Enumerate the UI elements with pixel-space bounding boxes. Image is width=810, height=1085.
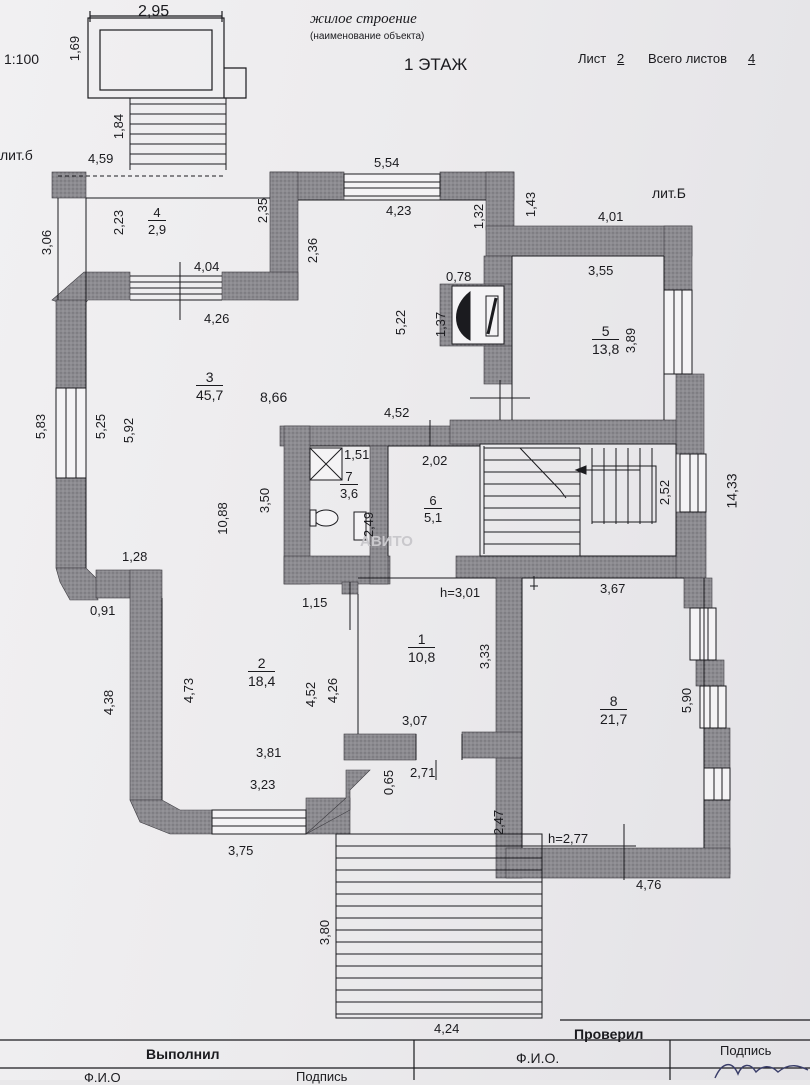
dim-2-23: 2,23 [111,209,127,236]
dim-4-52a: 4,52 [384,405,410,420]
dim-5-22: 5,22 [393,309,409,336]
walls [51,171,731,879]
stove [451,285,505,345]
dim-5-83: 5,83 [33,413,49,440]
dim-4-59: 4,59 [88,151,114,166]
dim-3-33: 3,33 [477,643,493,670]
sanitary-fixtures [309,447,367,541]
dim-4-04: 4,04 [194,259,220,274]
dim-14-33: 14,33 [723,473,740,509]
dim-4-24: 4,24 [434,1021,460,1036]
dim-1-43: 1,43 [523,191,539,218]
door-ticks [349,380,636,880]
dim-10-88: 10,88 [214,502,230,535]
dim-8-66: 8,66 [260,389,288,405]
dim-0-91: 0,91 [90,603,116,618]
dim-0-78: 0,78 [446,269,472,284]
dim-5-54: 5,54 [374,155,400,170]
checked-label: Проверил [574,1026,644,1042]
title-block [0,1019,810,1080]
dim-1-32: 1,32 [471,203,487,230]
dim-3-55: 3,55 [588,263,614,278]
dim-4-76: 4,76 [636,877,662,892]
total-sheets-label: Всего листов [648,51,727,66]
south-stairs [335,833,543,1019]
dim-1-84: 1,84 [111,113,127,140]
fio-label: Ф.И.О. [516,1050,560,1066]
interior-stairs [479,443,677,557]
dim-3-89: 3,89 [623,327,639,354]
dim-3-06: 3,06 [39,229,55,256]
dim-2-71: 2,71 [410,765,436,780]
sheet-number: 2 [617,51,625,66]
lit-big-label: лит.Б [652,185,686,201]
room-outlines [57,175,705,848]
north-stairs [129,98,227,170]
watermark: АВИТО [360,533,413,550]
dim-4-23: 4,23 [386,203,412,218]
object-caption: (наименование объекта) [310,31,425,42]
dim-0-65: 0,65 [381,769,397,796]
step-block [130,262,222,320]
performed-label: Выполнил [146,1046,220,1062]
dim-1-37: 1,37 [433,311,449,338]
dim-3-67: 3,67 [600,581,626,596]
signature-scribble [714,1064,809,1079]
scale-label: 1:100 [4,51,40,67]
dim-1-15: 1,15 [302,595,328,610]
fio-partial-label: Ф.И.О [84,1070,121,1085]
dim-2-49: 2,49 [361,511,377,538]
dim-5-92: 5,92 [121,417,137,444]
lit-small-label: лит.б [0,147,33,163]
dim-top: 2,95 [138,3,170,20]
floor-title: 1 ЭТАЖ [404,55,468,74]
signature-label-left: Подпись [296,1069,348,1084]
dim-3-07: 3,07 [402,713,428,728]
signature-label-right: Подпись [720,1043,772,1058]
dim-4-38: 4,38 [101,689,117,716]
north-porch [87,11,247,99]
dim-3-80: 3,80 [317,919,333,946]
dim-4-73: 4,73 [181,677,197,704]
dim-1-51: 1,51 [344,447,370,462]
dim-1-69: 1,69 [67,35,83,62]
dim-5-25: 5,25 [93,413,109,440]
dim-3-81: 3,81 [256,745,282,760]
height-label-1: h=3,01 [440,585,481,600]
dim-2-35: 2,35 [255,197,271,224]
height-label-2: h=2,77 [548,831,589,846]
dim-4-01: 4,01 [598,209,624,224]
dim-3-23: 3,23 [250,777,276,792]
dim-3-50: 3,50 [257,487,273,514]
dim-5-90: 5,90 [679,687,695,714]
sheet-label: Лист [578,51,607,66]
dim-4-52b: 4,52 [303,681,319,708]
windows [55,173,731,835]
total-sheets-number: 4 [748,51,756,66]
dim-4-26b: 4,26 [325,677,341,704]
object-name: жилое строение [310,11,417,27]
dim-4-26: 4,26 [204,311,230,326]
dim-2-36: 2,36 [305,237,321,264]
dim-1-28: 1,28 [122,549,148,564]
dim-2-47: 2,47 [491,809,507,836]
dim-3-75: 3,75 [228,843,254,858]
dim-2-02: 2,02 [422,453,448,468]
dim-2-52: 2,52 [657,479,673,506]
